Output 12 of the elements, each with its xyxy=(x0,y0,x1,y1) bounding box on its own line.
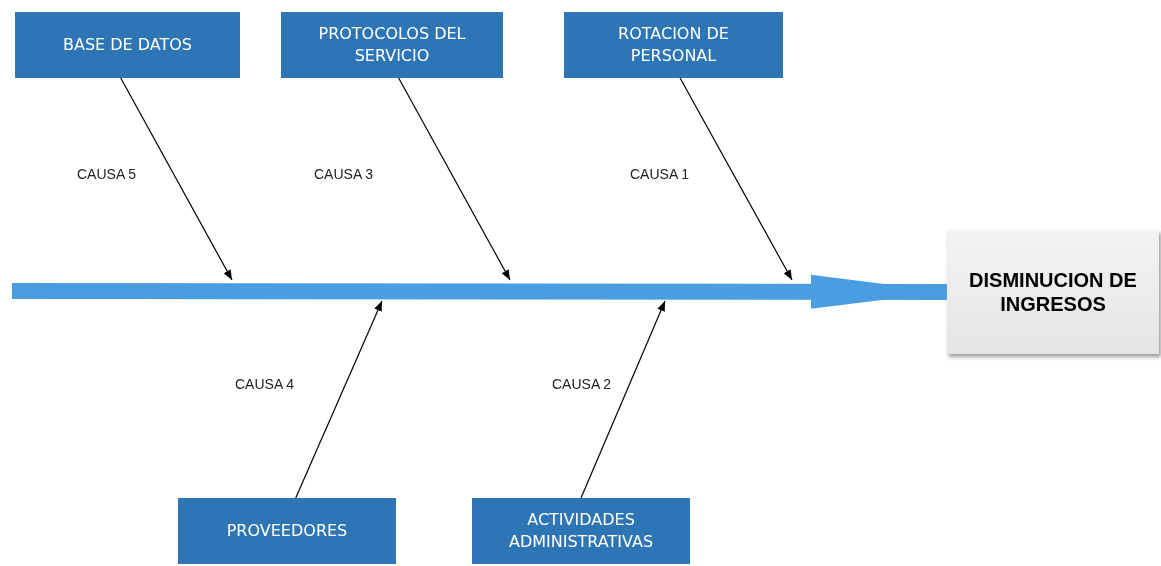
arrow xyxy=(295,300,383,499)
cause-box: ACTIVIDADES ADMINISTRATIVAS xyxy=(472,498,690,564)
cause-box: ROTACION DE PERSONAL xyxy=(564,12,783,78)
arrow xyxy=(398,77,511,281)
arrow xyxy=(580,300,666,499)
cause-box: BASE DE DATOS xyxy=(15,12,240,78)
effect-box: DISMINUCION DE INGRESOS xyxy=(947,230,1159,354)
arrow xyxy=(120,77,233,281)
cause-box: PROTOCOLOS DEL SERVICIO xyxy=(281,12,503,78)
cause-box: PROVEEDORES xyxy=(178,498,396,564)
arrow xyxy=(679,77,793,281)
spine-arrow xyxy=(12,274,947,309)
